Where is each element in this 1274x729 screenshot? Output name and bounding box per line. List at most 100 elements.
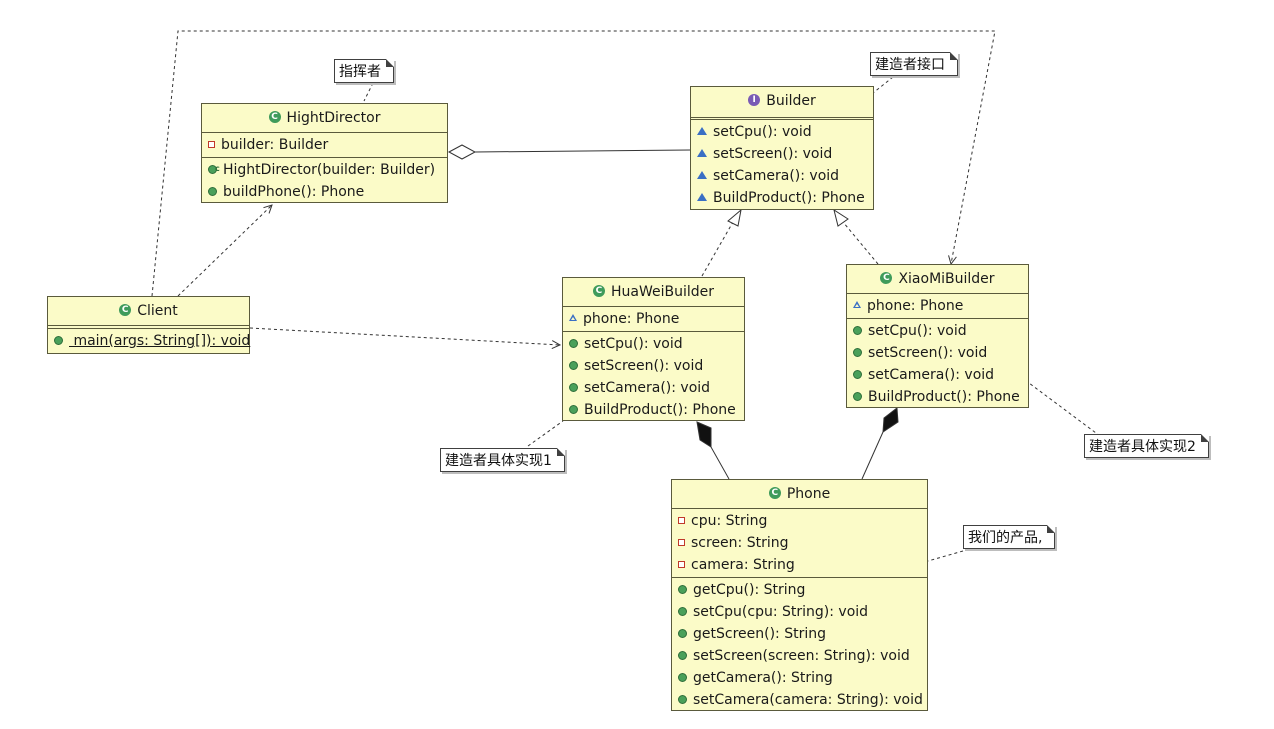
huawei-builder-realization [701,221,734,277]
method-text: buildPhone(): Phone [223,184,365,200]
methods-section: main(args: String[]): void [48,329,250,353]
private-field-icon [678,538,685,546]
field-text: camera: String [691,557,795,573]
field-row[interactable]: phone: Phone [563,308,744,330]
package-method-icon [697,170,707,179]
method-row[interactable]: setCpu(cpu: String): void [672,601,927,623]
public-method-icon [853,325,862,335]
public-method-icon [569,382,578,392]
constructor-icon [208,158,220,180]
field-row[interactable]: builder: Builder [202,134,447,156]
method-text: HightDirector(builder: Builder) [223,162,436,178]
interface-icon: I [748,93,761,106]
public-method-icon [853,369,862,379]
method-row[interactable]: getCamera(): String [672,667,927,689]
package-field-icon [853,301,861,308]
public-method-icon [678,584,687,594]
field-row[interactable]: camera: String [672,554,927,576]
method-text: setCamera(camera: String): void [693,692,923,708]
method-row[interactable]: setCamera(): void [847,364,1028,386]
method-row[interactable]: setScreen(screen: String): void [672,645,927,667]
method-text: getScreen(): String [693,626,826,642]
public-method-icon [208,186,217,196]
note-link-impl2 [1028,382,1101,437]
realization-triangle-1 [727,208,742,227]
client-xiaomi-dependency [151,30,996,297]
public-method-icon [678,672,687,682]
note-link-director [363,82,374,102]
method-row[interactable]: setScreen(): void [563,355,744,377]
class-phone[interactable]: C Phone cpu: String screen: String camera… [671,479,928,711]
method-text: BuildProduct(): Phone [584,402,736,418]
package-method-icon [697,192,707,201]
method-row[interactable]: BuildProduct(): Phone [847,386,1028,408]
private-field-icon [678,560,685,568]
huawei-phone-composition [710,446,730,480]
class-icon: C [768,486,781,499]
method-text: setScreen(): void [584,358,704,374]
class-name: XiaoMiBuilder [898,271,995,287]
method-text: setCpu(cpu: String): void [693,604,869,620]
method-text: getCamera(): String [693,670,833,686]
method-text: setCamera(): void [713,168,840,184]
method-row[interactable]: setCamera(): void [563,377,744,399]
method-row[interactable]: setScreen(): void [691,143,873,165]
composition-diamond-2 [882,407,899,433]
public-method-icon [678,606,687,616]
method-text: setScreen(): void [868,345,988,361]
method-row[interactable]: BuildProduct(): Phone [563,399,744,421]
method-row[interactable]: BuildProduct(): Phone [691,187,873,209]
public-method-icon [569,338,578,348]
method-text: setCamera(): void [584,380,711,396]
client-director-dependency [177,205,272,297]
method-row[interactable]: setCamera(): void [691,165,873,187]
method-row[interactable]: main(args: String[]): void [48,330,250,352]
class-header: C XiaoMiBuilder [847,265,1028,294]
method-text: setScreen(screen: String): void [693,648,910,664]
public-method-icon [569,404,578,414]
field-row[interactable]: phone: Phone [847,295,1028,317]
class-name: Phone [786,486,831,502]
field-text: screen: String [691,535,789,551]
method-row[interactable]: HightDirector(builder: Builder) [202,158,447,181]
method-row[interactable]: setCpu(): void [691,121,873,143]
realization-triangle-2 [833,208,849,227]
method-text: setCamera(): void [868,367,995,383]
class-icon: C [880,271,893,284]
fields-section: builder: Builder [202,133,447,158]
xiaomi-builder-realization [842,221,879,265]
field-row[interactable]: cpu: String [672,510,927,532]
xiaomi-phone-composition [861,431,884,480]
note-director: 指挥者 [334,59,394,83]
field-text: phone: Phone [867,298,964,314]
note-product: 我们的产品, [963,525,1056,549]
method-row[interactable]: getScreen(): String [672,623,927,645]
methods-section: getCpu(): String setCpu(cpu: String): vo… [672,578,927,712]
method-row[interactable]: setCpu(): void [847,320,1028,342]
method-row[interactable]: setScreen(): void [847,342,1028,364]
method-text: BuildProduct(): Phone [868,389,1020,405]
method-row[interactable]: getCpu(): String [672,579,927,601]
method-row[interactable]: buildPhone(): Phone [202,181,447,203]
class-icon: C [592,284,605,297]
public-method-icon [853,347,862,357]
note-builder-interface: 建造者接口 [870,52,958,76]
methods-section: HightDirector(builder: Builder) buildPho… [202,158,447,204]
public-method-icon [569,360,578,370]
method-row[interactable]: setCpu(): void [563,333,744,355]
field-row[interactable]: screen: String [672,532,927,554]
method-text: BuildProduct(): Phone [713,190,865,206]
method-row[interactable]: setCamera(camera: String): void [672,689,927,711]
class-xiaomibuilder[interactable]: C XiaoMiBuilder phone: Phone setCpu(): vo… [846,264,1029,408]
public-method-icon [678,694,687,704]
fields-section [48,326,249,329]
note-impl2: 建造者具体实现2 [1084,434,1209,458]
public-method-icon [678,628,687,638]
package-field-icon [569,314,577,321]
